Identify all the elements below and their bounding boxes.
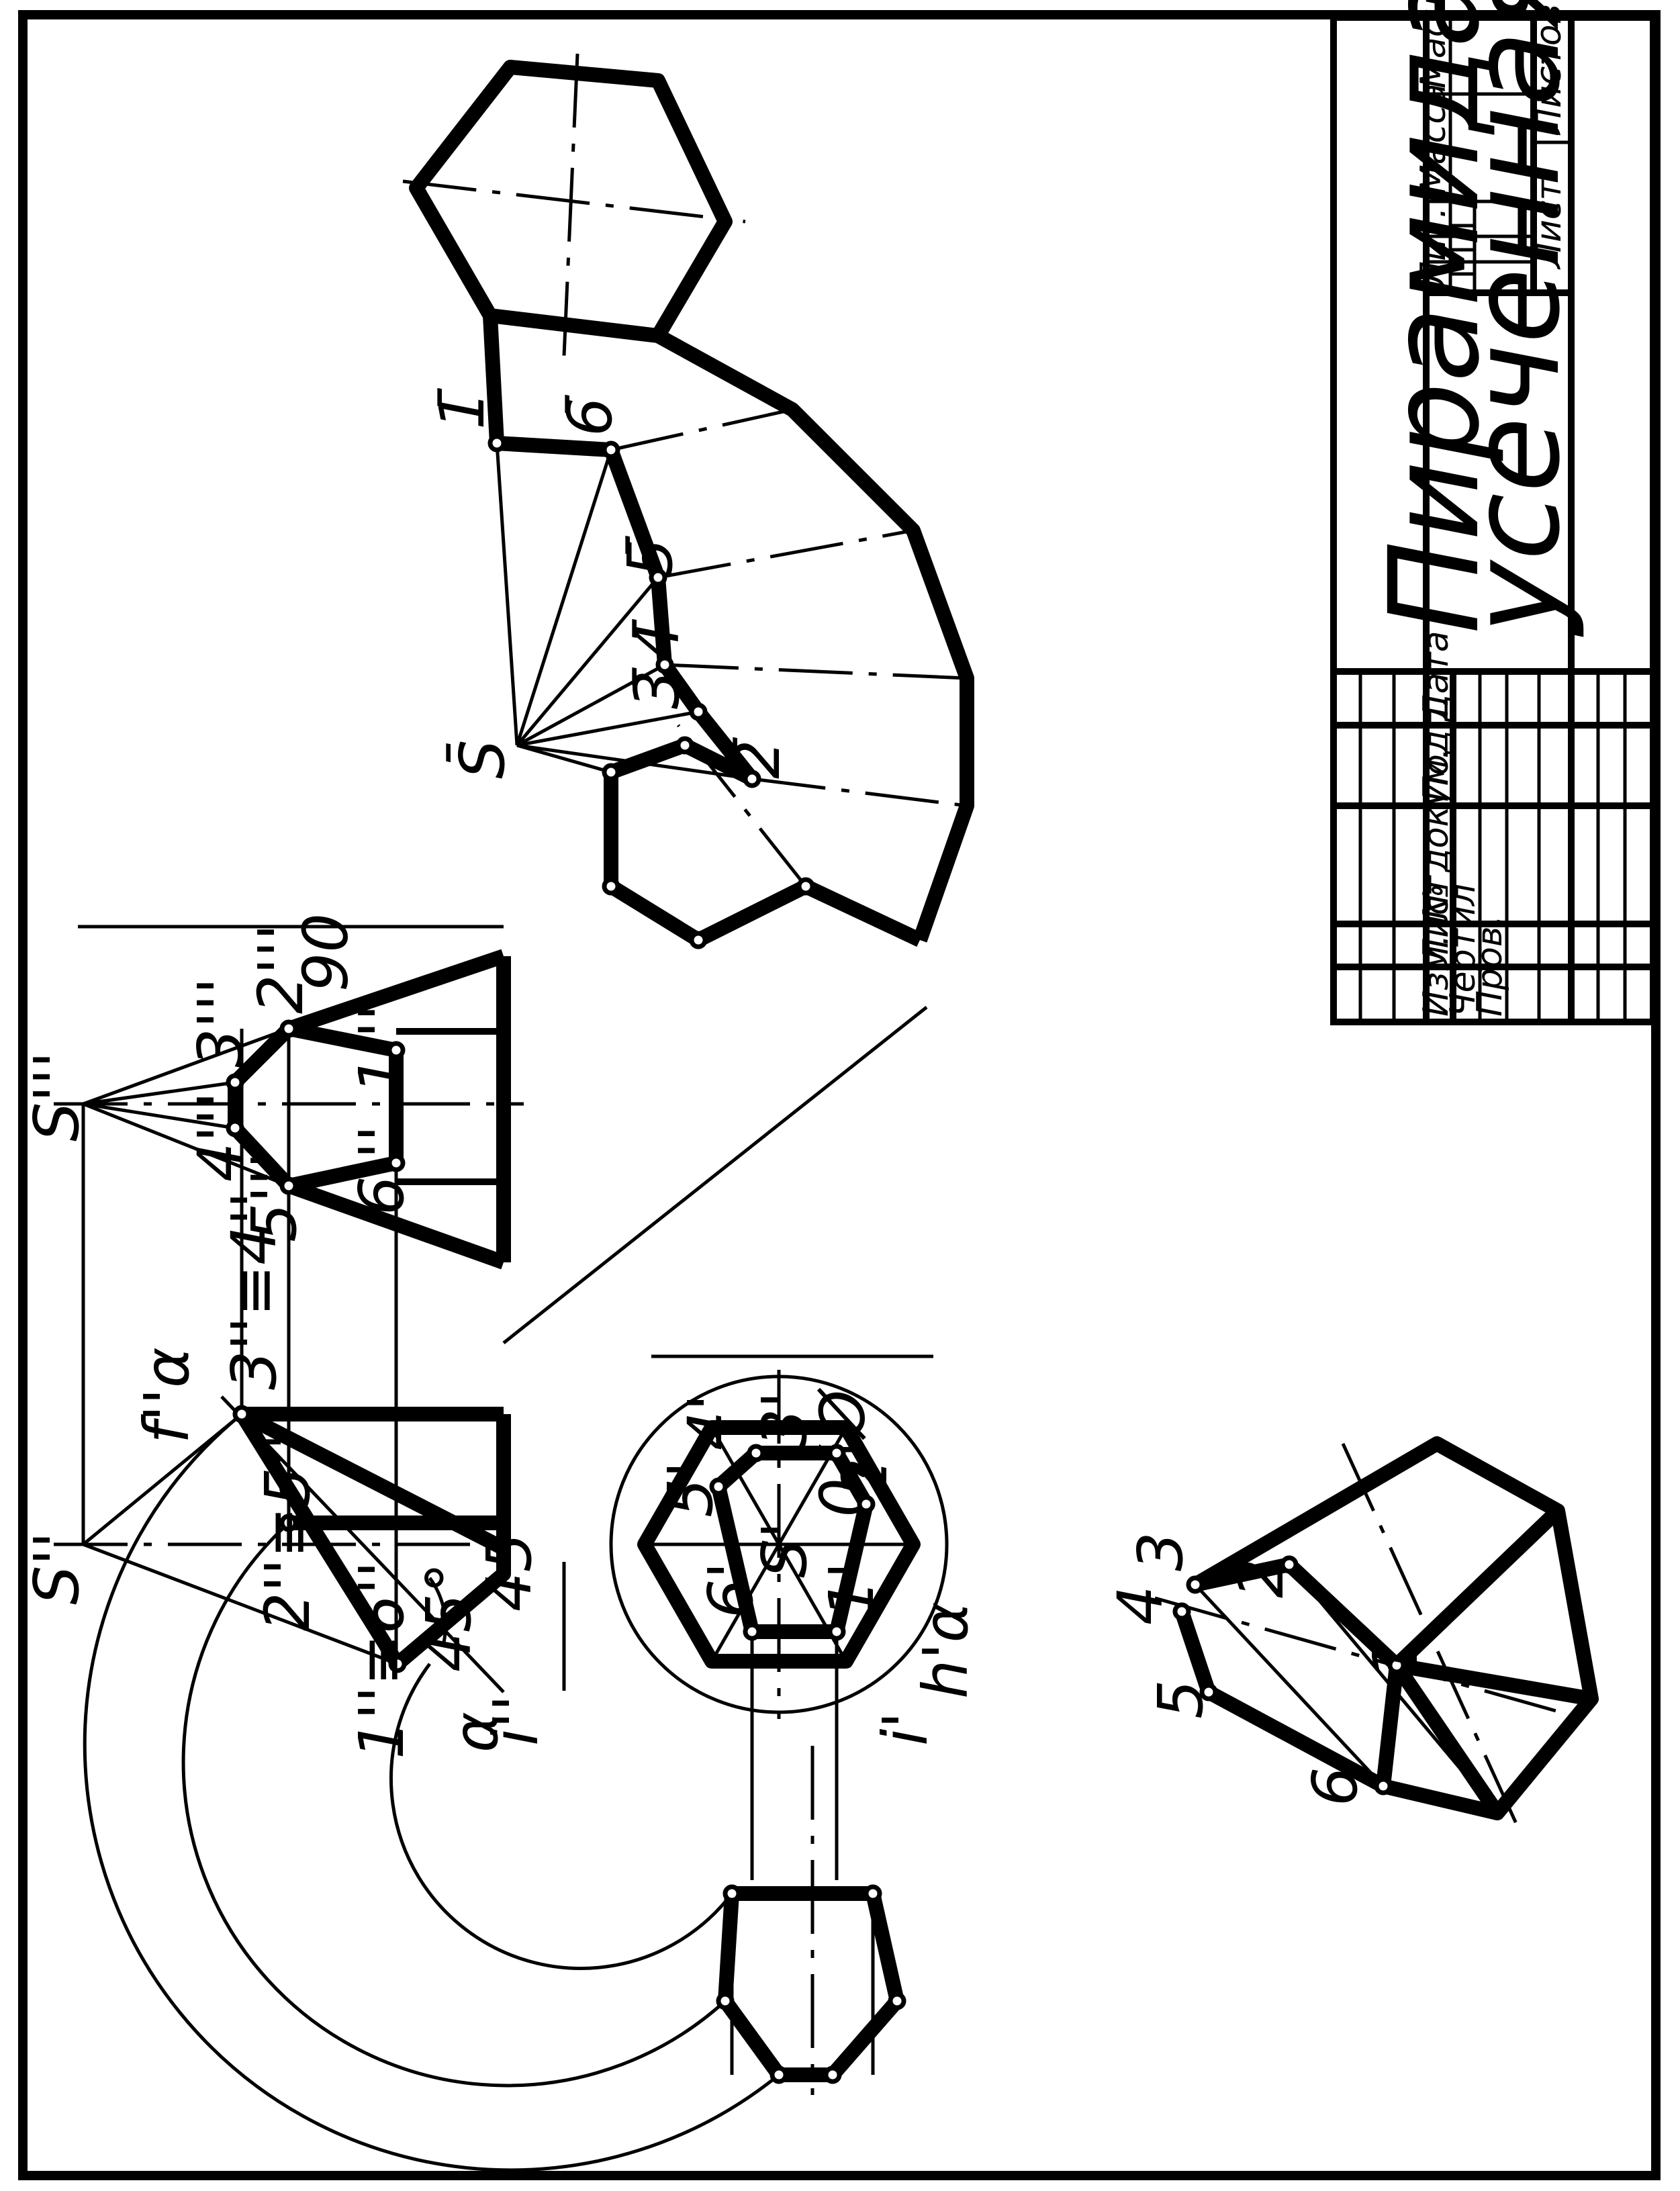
label-4-top: 4'	[675, 1394, 747, 1450]
label-t3: 3̄	[621, 667, 693, 709]
label-1-top: 1'	[816, 1562, 888, 1618]
stamp-izm: Изм.	[1416, 935, 1456, 1017]
label-i3: 3	[1125, 1532, 1197, 1571]
label-5-top: 5'	[655, 1461, 727, 1518]
dim-angle: 45°	[413, 1563, 485, 1672]
label-i4: 4	[1105, 1585, 1176, 1625]
stamp-podp: Подп.	[1416, 696, 1456, 802]
label-s-dev: S̄	[446, 740, 518, 779]
label-t4: 4̄	[621, 618, 693, 661]
stamp-sheets: Листов	[1529, 4, 1569, 136]
label-1-side: 1'''	[346, 1005, 418, 1094]
isometric-view	[1154, 1436, 1599, 1828]
dim-offset: 45	[473, 1533, 545, 1612]
label-i5: 5	[1145, 1679, 1217, 1719]
front-view: 45 45°	[54, 1395, 566, 1693]
side-view: 06	[54, 913, 928, 1664]
label-3-side: 3'''	[185, 978, 256, 1068]
label-25-front: 2''≡5''	[252, 1434, 324, 1632]
title-line-1: Пирамида	[1363, 0, 1507, 634]
label-6-top: 6'	[695, 1562, 767, 1618]
stamp-chertil: Чертил	[1443, 884, 1483, 1017]
label-3-top: 3'	[749, 1391, 821, 1448]
label-s-top: S'	[749, 1522, 821, 1578]
stamp-lit: Лит.	[1413, 207, 1454, 289]
label-alpha: α	[440, 1712, 512, 1753]
stamp-masshtab: Масшт.	[1413, 0, 1454, 89]
stamp-massa: Масса	[1413, 83, 1454, 195]
title-line-2: усеченная	[1444, 0, 1587, 637]
label-2-top: 2'	[829, 1441, 901, 1497]
sheet-frame	[18, 10, 1661, 2180]
title-block: Пирамида усеченная Изм. Лист № докум. По…	[1330, 0, 1656, 1025]
label-2-side: 2'''	[245, 924, 317, 1014]
stamp-doc: № докум.	[1416, 748, 1456, 922]
label-f-alpha: f''α	[131, 1347, 203, 1444]
label-i-front: i''	[480, 1695, 552, 1746]
label-16-front: 1''≡6''	[346, 1561, 418, 1759]
label-5-side: 5'''	[238, 1152, 310, 1242]
development	[402, 53, 974, 947]
stamp-sheet: Лист	[1529, 179, 1569, 270]
label-t1: 1̄	[426, 387, 498, 430]
label-s-side: S'''	[21, 1052, 93, 1141]
label-i-top: i'	[870, 1712, 941, 1746]
label-i6: 6	[1299, 1767, 1371, 1806]
stamp-prov: Пров.	[1470, 915, 1510, 1017]
label-6-side: 6'''	[346, 1125, 418, 1215]
label-i1: 1	[1360, 1639, 1432, 1679]
stamp-list: Лист	[1416, 875, 1456, 966]
label-4-side: 4'''	[185, 1092, 256, 1182]
label-i2: 2	[1225, 1558, 1297, 1598]
label-h-alpha: h'α	[910, 1602, 982, 1699]
label-34-front: 3''≡4''	[218, 1192, 290, 1390]
label-s-front: S''	[21, 1532, 93, 1605]
dim-height: 06	[287, 913, 359, 992]
stamp-data: Дата	[1416, 631, 1456, 722]
label-t5: 5̄	[614, 535, 686, 577]
label-t6: 6̄	[554, 394, 626, 436]
labels: S'' S''' S' S̄ f''α h'α α i'' i' 3''≡4''…	[21, 387, 1432, 1806]
label-t2: 2̄	[722, 737, 794, 779]
point-markers	[226, 434, 1406, 2084]
